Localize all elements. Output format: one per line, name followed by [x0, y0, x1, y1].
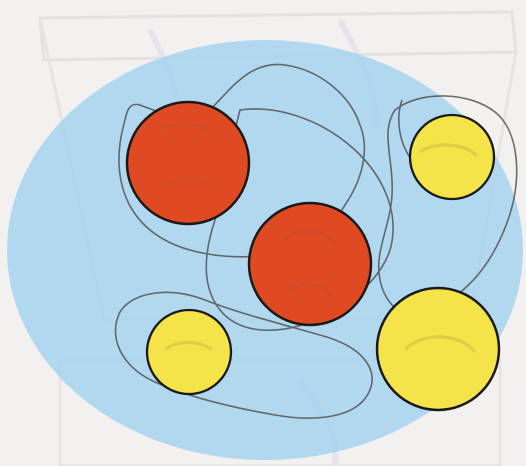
yellow-circle: [147, 310, 231, 394]
yellow-circle: [377, 288, 499, 410]
yellow-circle: [410, 115, 494, 199]
red-circle: [127, 102, 249, 224]
red-circle: [249, 203, 371, 325]
